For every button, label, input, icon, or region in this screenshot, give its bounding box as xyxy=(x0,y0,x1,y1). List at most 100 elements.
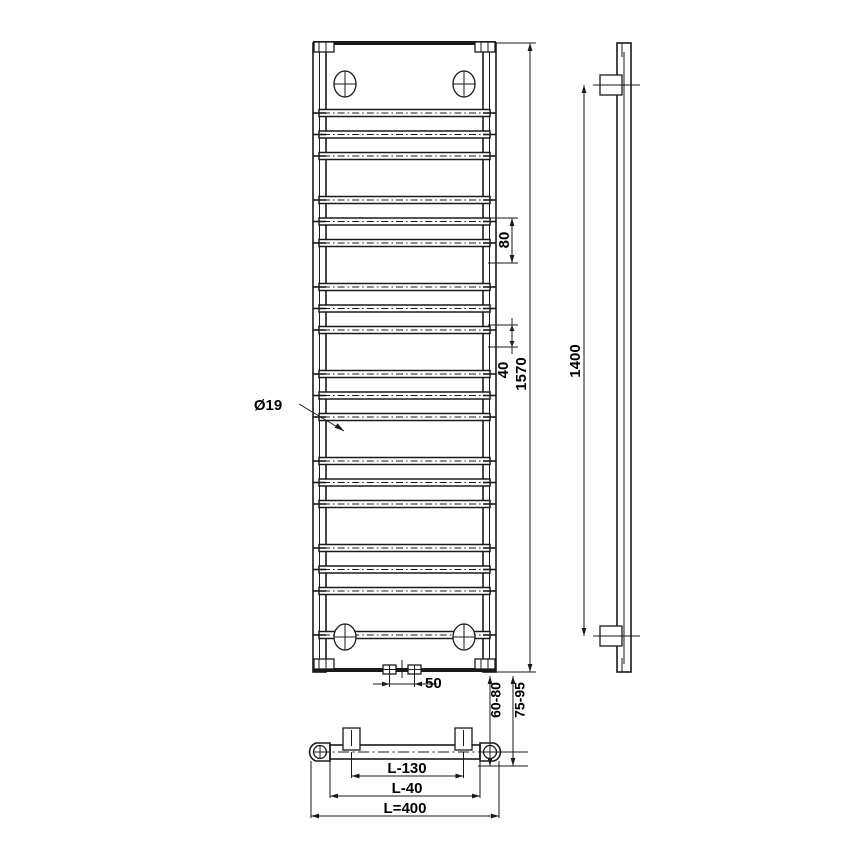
upper-wall-mount-brackets xyxy=(333,70,476,98)
dim-width-overall: L=400 xyxy=(311,800,499,819)
dim-width-inner: L-130 xyxy=(351,760,464,779)
dim-l130-arrow-left xyxy=(351,773,360,779)
rail-body xyxy=(318,217,491,226)
rail xyxy=(313,151,496,161)
diameter-leader-arrow xyxy=(334,423,344,431)
rail xyxy=(313,195,496,205)
rail xyxy=(313,499,496,509)
top-left-bracket xyxy=(313,41,335,53)
dim-rail-gap-small: 40 xyxy=(488,318,518,378)
top-right-bracket xyxy=(474,41,496,53)
dim-1400-arrow-top xyxy=(581,85,587,93)
rail-body xyxy=(318,369,491,379)
rail xyxy=(313,304,496,313)
dim-tube-diameter-leader: Ø19 xyxy=(254,397,345,432)
side-elevation-view: 1400 xyxy=(567,42,640,673)
dim-50-arrow-right xyxy=(414,681,422,687)
dim-1400-arrow-bottom xyxy=(581,628,587,636)
front-elevation-view: 50 Ø19 80 40 xyxy=(254,41,536,692)
front-top-cap xyxy=(313,41,496,53)
dim-l400-arrow-left xyxy=(311,813,319,819)
dim-l400-arrow-right xyxy=(491,813,499,819)
dim-80-arrow-top xyxy=(509,218,515,226)
dim-75-95-label: 75-95 xyxy=(512,682,528,718)
dim-80-label: 80 xyxy=(496,232,513,249)
dim-60-80-arrow-bottom xyxy=(487,758,493,766)
dim-width-mid: L-40 xyxy=(330,780,480,799)
rail xyxy=(313,391,496,400)
dim-overall-height: 1570 xyxy=(496,42,536,673)
bottom-left-bracket xyxy=(313,658,335,670)
rail xyxy=(313,412,496,422)
lower-wall-mount-brackets xyxy=(333,623,476,651)
dim-l40-arrow-left xyxy=(330,793,338,799)
rail-body xyxy=(318,130,491,139)
rail-body xyxy=(318,238,491,248)
rail-body xyxy=(318,391,491,400)
rail-body xyxy=(318,499,491,509)
dim-60-80-label: 60-80 xyxy=(488,682,504,718)
dim-75-95-arrow-top xyxy=(510,676,516,684)
dim-l130-arrow-right xyxy=(455,773,464,779)
dim-diameter-label: Ø19 xyxy=(254,397,282,414)
dim-l40-arrow-right xyxy=(472,793,480,799)
rail-body xyxy=(318,108,491,118)
dim-50-arrow-left xyxy=(382,681,390,687)
rail xyxy=(313,543,496,553)
dim-80-arrow-bottom xyxy=(509,255,515,263)
dim-40-label: 40 xyxy=(495,362,512,379)
top-cap-bar xyxy=(313,41,496,45)
dim-1400-label: 1400 xyxy=(567,344,584,377)
plan-right-endcap xyxy=(479,742,502,762)
rail-body xyxy=(318,151,491,161)
rail xyxy=(313,238,496,248)
dim-40-arrow-bottom xyxy=(509,341,515,347)
bottom-plan-view: L-130 L-40 L=400 xyxy=(308,727,502,819)
rail xyxy=(313,478,496,487)
dim-40-arrow-top xyxy=(509,325,515,331)
rail xyxy=(313,456,496,466)
rail xyxy=(313,217,496,226)
dim-bracket-centres: 1400 xyxy=(567,85,587,636)
rail-body xyxy=(318,282,491,292)
rail-body xyxy=(318,195,491,205)
rail-body xyxy=(318,586,491,596)
rail-body xyxy=(318,543,491,553)
rail xyxy=(313,108,496,118)
dim-1570-label: 1570 xyxy=(513,357,530,390)
dim-rail-gap-large: 80 xyxy=(488,217,518,264)
rail-body xyxy=(318,478,491,487)
dim-l130-label: L-130 xyxy=(387,760,426,777)
front-bottom-cap xyxy=(313,658,496,672)
rail-body xyxy=(318,456,491,466)
plan-valve-stems xyxy=(342,727,473,751)
rail xyxy=(313,586,496,596)
bottom-valve-connectors xyxy=(382,660,422,687)
rail xyxy=(313,369,496,379)
rail-body xyxy=(318,304,491,313)
bottom-cap-bar xyxy=(313,668,496,672)
plan-left-endcap xyxy=(308,742,331,762)
dim-75-95-arrow-bottom xyxy=(510,758,516,766)
rail-body xyxy=(318,412,491,422)
dim-1570-arrow-top xyxy=(527,43,533,51)
side-lower-wall-bracket xyxy=(593,625,640,647)
rail xyxy=(313,565,496,574)
dim-60-80-arrow-top xyxy=(487,676,493,684)
plan-right-endcap-outline xyxy=(479,742,502,762)
dim-l400-label: L=400 xyxy=(384,800,427,817)
rail-body xyxy=(318,565,491,574)
plan-left-endcap-outline xyxy=(308,742,331,762)
rail xyxy=(313,130,496,139)
side-profile-body xyxy=(616,42,632,673)
side-upper-wall-bracket xyxy=(593,74,640,96)
bottom-right-bracket xyxy=(474,658,496,670)
rail-body xyxy=(318,325,491,335)
rail xyxy=(313,282,496,292)
rail xyxy=(313,325,496,335)
dim-valve-spacing: 50 xyxy=(373,675,442,692)
dim-l40-label: L-40 xyxy=(392,780,423,797)
dim-1570-arrow-bottom xyxy=(527,664,533,672)
